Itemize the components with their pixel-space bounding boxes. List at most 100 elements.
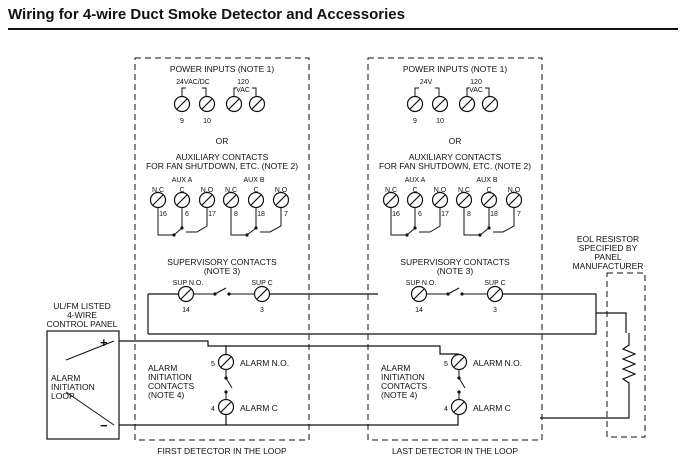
aux-terminal-t7 xyxy=(272,191,290,209)
aux-label-c-b: C xyxy=(253,187,258,194)
sup-terminal-14 xyxy=(410,285,428,303)
aux-heading-2: FOR FAN SHUTDOWN, ETC. (NOTE 2) xyxy=(379,161,531,171)
or-label: OR xyxy=(449,136,462,146)
power-terminal-10 xyxy=(431,95,449,113)
title-rule xyxy=(8,28,678,30)
detector-outline xyxy=(134,57,310,441)
alarm-label-1: ALARM xyxy=(148,363,177,373)
aux-a-label: AUX A xyxy=(405,177,426,184)
alarm-switch-arm xyxy=(225,377,233,389)
sup-heading-2: (NOTE 3) xyxy=(437,266,474,276)
terminal-number-14: 14 xyxy=(415,307,423,314)
terminal-number-t6: 6 xyxy=(185,211,189,218)
terminal-number-t7: 7 xyxy=(284,211,288,218)
panel-label-2: 4-WIRE xyxy=(67,310,97,320)
contact-dot xyxy=(446,292,450,296)
alarm-switch-arm xyxy=(458,377,466,389)
aux-terminal-t6 xyxy=(173,191,191,209)
contact-dot xyxy=(254,226,258,230)
power-dc-label: 24V xyxy=(420,79,433,86)
aux-terminal-t16 xyxy=(382,191,400,209)
contact-dot xyxy=(478,233,482,237)
alarm-label-4: (NOTE 4) xyxy=(148,390,185,400)
aux-label-c-a: C xyxy=(412,187,417,194)
aux-terminal-t18 xyxy=(247,191,265,209)
power-ac-bracket-right xyxy=(252,87,257,96)
page-title: Wiring for 4-wire Duct Smoke Detector an… xyxy=(8,6,405,23)
aux-a-nc-wire xyxy=(390,208,407,236)
contact-dot xyxy=(224,376,228,380)
contact-dot xyxy=(457,390,461,394)
aux-b-nc-wire xyxy=(463,208,480,236)
power-dc-bracket-left xyxy=(181,87,186,96)
terminal-number-9: 9 xyxy=(180,118,184,125)
aux-a-label: AUX A xyxy=(172,177,193,184)
alarm-c-label: ALARM C xyxy=(240,403,278,413)
terminal-number-t16: 16 xyxy=(392,211,400,218)
aux-terminal-t16 xyxy=(149,191,167,209)
power-terminal-ac2 xyxy=(248,95,266,113)
aux-b-switch-arm xyxy=(246,227,257,236)
terminal-number-t17: 17 xyxy=(441,211,449,218)
aux-label-nc-a: N.C xyxy=(385,187,397,194)
terminal-number-3: 3 xyxy=(260,307,264,314)
terminal-number-t16: 16 xyxy=(159,211,167,218)
power-ac-bracket-left xyxy=(466,87,469,96)
terminal-number-10: 10 xyxy=(436,118,444,125)
power-dc-label: 24VAC/DC xyxy=(176,79,210,86)
aux-terminal-t6 xyxy=(406,191,424,209)
eol-resistor-group: EOL RESISTOR SPECIFIED BY PANEL MANUFACT… xyxy=(573,234,646,438)
terminal-number-t8: 8 xyxy=(234,211,238,218)
power-terminal-10 xyxy=(198,95,216,113)
terminal-number-14: 14 xyxy=(182,307,190,314)
aux-b-label: AUX B xyxy=(476,177,497,184)
aux-terminal-t7 xyxy=(505,191,523,209)
terminal-number-t17: 17 xyxy=(208,211,216,218)
alarm-label-1: ALARM xyxy=(381,363,410,373)
terminal-number-t18: 18 xyxy=(257,211,265,218)
aux-terminal-t17 xyxy=(198,191,216,209)
aux-a-nc-wire xyxy=(157,208,174,236)
aux-terminal-t17 xyxy=(431,191,449,209)
panel-minus: − xyxy=(100,418,108,433)
sup-terminal-14 xyxy=(177,285,195,303)
power-heading: POWER INPUTS (NOTE 1) xyxy=(403,64,508,74)
aux-b-no-wire xyxy=(260,208,282,233)
terminal-number-t7: 7 xyxy=(517,211,521,218)
terminal-number-3: 3 xyxy=(493,307,497,314)
power-terminal-9 xyxy=(406,95,424,113)
panel-box xyxy=(46,330,120,440)
panel-plus: + xyxy=(100,335,108,350)
power-heading: POWER INPUTS (NOTE 1) xyxy=(170,64,275,74)
terminal-number-t6: 6 xyxy=(418,211,422,218)
sup-c-label: SUP C xyxy=(251,280,272,287)
control-panel: UL/FM LISTED 4-WIRE CONTROL PANEL ALARM … xyxy=(46,301,120,440)
aux-terminal-t8 xyxy=(455,191,473,209)
contact-dot xyxy=(180,226,184,230)
power-dc-bracket-right xyxy=(435,87,440,96)
terminal-number-4: 4 xyxy=(444,406,448,413)
aux-label-nc-b: N.C xyxy=(225,187,237,194)
sup-terminal-3 xyxy=(253,285,271,303)
eol-dashed-box xyxy=(606,272,646,438)
alarm-no-label: ALARM N.O. xyxy=(473,358,522,368)
aux-label-no-b: N.O xyxy=(275,187,288,194)
power-ac-label-1: 120 xyxy=(470,79,482,86)
sup-heading-1: SUPERVISORY CONTACTS xyxy=(167,257,277,267)
aux-a-no-wire xyxy=(186,208,208,233)
terminal-number-9: 9 xyxy=(413,118,417,125)
sup-heading-1: SUPERVISORY CONTACTS xyxy=(400,257,510,267)
aux-label-no-a: N.O xyxy=(434,187,447,194)
aux-label-nc-a: N.C xyxy=(152,187,164,194)
eol-label-4: MANUFACTURER xyxy=(573,261,644,271)
sup-c-label: SUP C xyxy=(484,280,505,287)
contact-dot xyxy=(413,226,417,230)
contact-dot xyxy=(227,292,231,296)
detector-caption: FIRST DETECTOR IN THE LOOP xyxy=(157,446,287,456)
panel-loop-2: INITIATION xyxy=(51,382,95,392)
aux-b-switch-arm xyxy=(479,227,490,236)
terminal-number-5: 5 xyxy=(444,361,448,368)
power-ac-label-1: 120 xyxy=(237,79,249,86)
sup-no-label: SUP N.O. xyxy=(406,280,437,287)
